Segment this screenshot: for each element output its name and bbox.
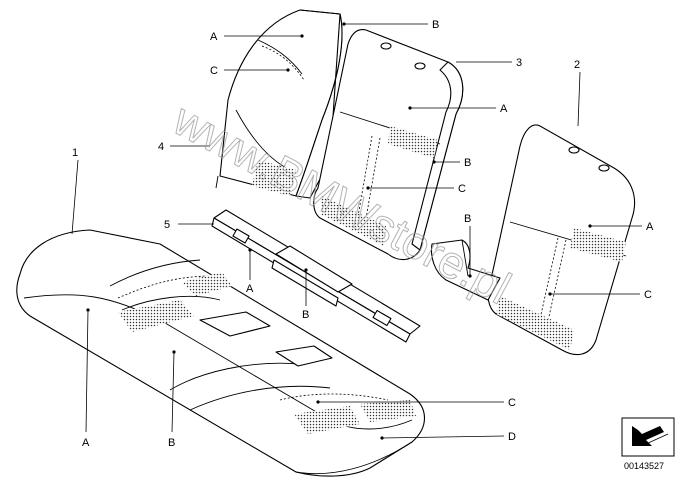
label-C-part2: C: [644, 289, 652, 301]
leader-lines: [71, 22, 642, 440]
callout-labels: A B C 3 4 A B C 2 A B C 1 5 A B A B C D: [72, 19, 654, 449]
trim-strip-part-5: [211, 209, 421, 343]
orientation-arrow-icon: [621, 417, 675, 457]
label-B-part3: B: [464, 157, 471, 169]
label-A-part2: A: [646, 221, 654, 233]
label-A-seat: A: [82, 437, 90, 449]
document-number: 00143527: [624, 461, 664, 471]
backrest-part-3: [313, 28, 464, 261]
label-B-bolster: B: [464, 213, 471, 225]
label-D-seat: D: [508, 431, 516, 443]
label-B-seat: B: [168, 437, 175, 449]
label-A-part5: A: [246, 283, 254, 295]
side-bolster: [430, 239, 501, 301]
backrest-part-2: [487, 124, 636, 356]
label-C-part3: C: [458, 183, 466, 195]
seat-cushion-part-1: [16, 229, 425, 477]
label-B-part5: B: [302, 309, 309, 321]
label-C-part4: C: [210, 65, 218, 77]
label-1: 1: [72, 147, 78, 159]
label-C-seat: C: [508, 397, 516, 409]
label-B-part4-top: B: [432, 19, 439, 31]
label-A-part3: A: [500, 103, 508, 115]
label-2: 2: [574, 59, 580, 71]
label-5: 5: [164, 219, 170, 231]
label-4: 4: [158, 141, 164, 153]
label-3: 3: [516, 57, 522, 69]
label-A-part4: A: [210, 31, 218, 43]
